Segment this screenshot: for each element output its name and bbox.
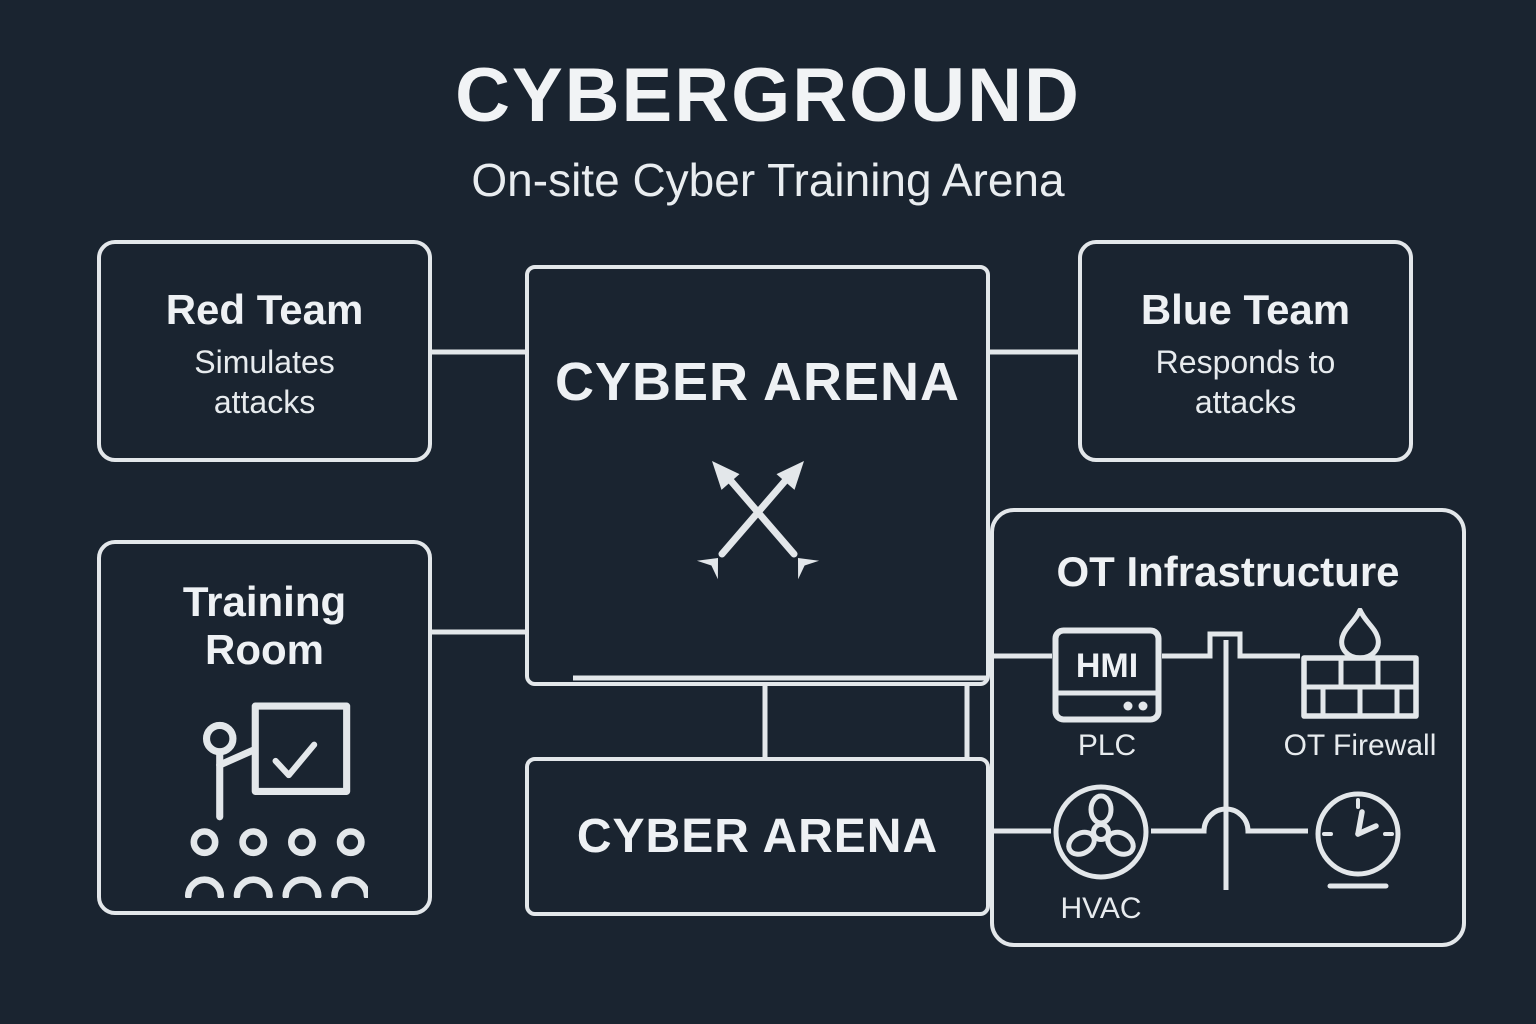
diagram-title: CYBERGROUND (455, 53, 1081, 138)
cyber-arena-title: CYBER ARENA (554, 352, 961, 412)
brick-wall-icon (1301, 655, 1419, 719)
cyber-arena-lower-title: CYBER ARENA (576, 809, 939, 863)
checkmark-icon (272, 741, 318, 779)
arrow-up-right (696, 461, 804, 580)
node-red-team: Red Team Simulates attacks (97, 240, 432, 462)
hmi-button-dot (1138, 701, 1148, 711)
hmi-monitor-icon: HMI (1052, 627, 1162, 723)
blue-team-title: Blue Team (1140, 286, 1351, 333)
flame-icon (1339, 608, 1381, 661)
clock-hand-hour (1355, 823, 1379, 837)
diagram-header: CYBERGROUND On-site Cyber Training Arena (0, 52, 1536, 207)
diagram-subtitle: On-site Cyber Training Arena (471, 154, 1065, 206)
ot-infrastructure-title: OT Infrastructure (1056, 548, 1400, 595)
red-team-subtitle: Simulates attacks (194, 344, 335, 421)
firewall-icon (1301, 608, 1419, 719)
presenter-figure-icon (202, 721, 258, 821)
hvac-label: HVAC (1060, 892, 1142, 925)
clock-icon (1315, 791, 1401, 889)
node-cyber-arena: CYBER ARENA (525, 265, 990, 686)
node-blue-team: Blue Team Responds to attacks (1078, 240, 1413, 462)
node-cyber-arena-lower: CYBER ARENA (525, 757, 990, 916)
node-ot-infrastructure: OT Infrastructure (990, 508, 1466, 947)
plc-label: PLC (1077, 729, 1137, 762)
red-team-title: Red Team (165, 286, 364, 333)
clock-hand-minute (1355, 809, 1365, 837)
blue-team-subtitle: Responds to attacks (1155, 344, 1336, 421)
whiteboard-icon (251, 702, 351, 795)
training-room-title: Training Room (182, 578, 347, 674)
node-training-room: Training Room (97, 540, 432, 915)
audience-icons (184, 828, 368, 898)
presenter-audience-icon (184, 702, 368, 898)
ot-firewall-label: OT Firewall (1283, 729, 1437, 762)
hvac-fan-icon (1053, 784, 1149, 880)
hmi-button-dot (1123, 701, 1133, 711)
arrow-up-left (712, 461, 820, 580)
hmi-screen-text: HMI (1076, 647, 1138, 685)
crossed-arrows-icon (696, 461, 820, 580)
